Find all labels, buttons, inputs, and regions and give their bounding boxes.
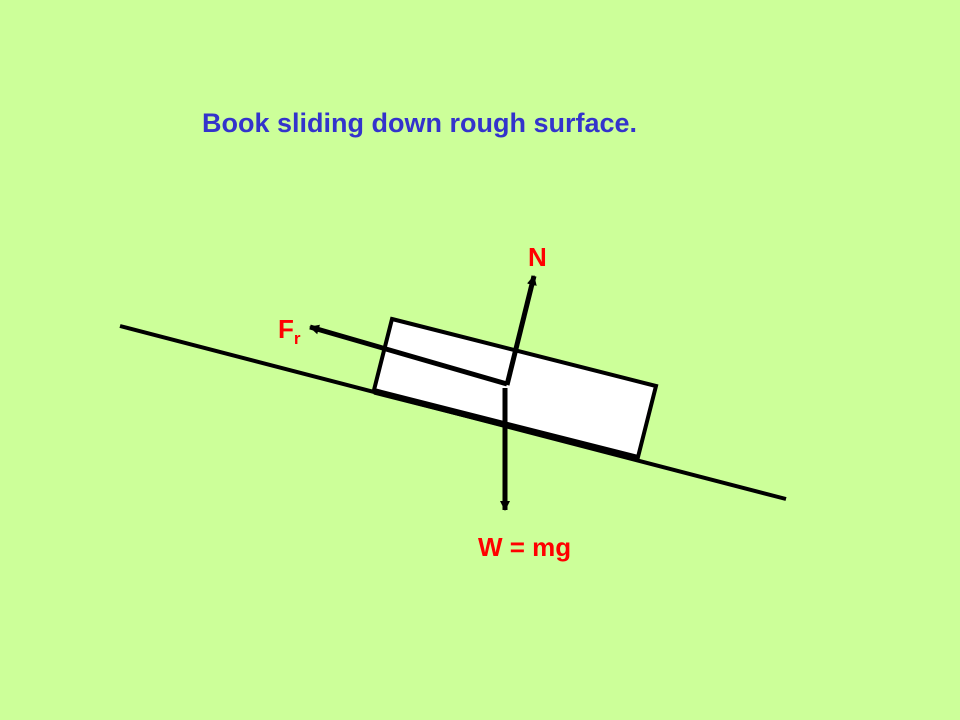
normal-force-label: N bbox=[528, 242, 547, 272]
friction-force-arrow bbox=[309, 324, 508, 387]
friction-main-symbol: F bbox=[278, 314, 294, 344]
friction-subscript: r bbox=[294, 329, 301, 348]
book-rectangle bbox=[371, 316, 659, 460]
page-title: Book sliding down rough surface. bbox=[202, 108, 637, 138]
normal-force-arrow bbox=[504, 275, 537, 386]
friction-force-label: Fr bbox=[278, 314, 301, 348]
weight-force-label: W = mg bbox=[478, 532, 571, 562]
